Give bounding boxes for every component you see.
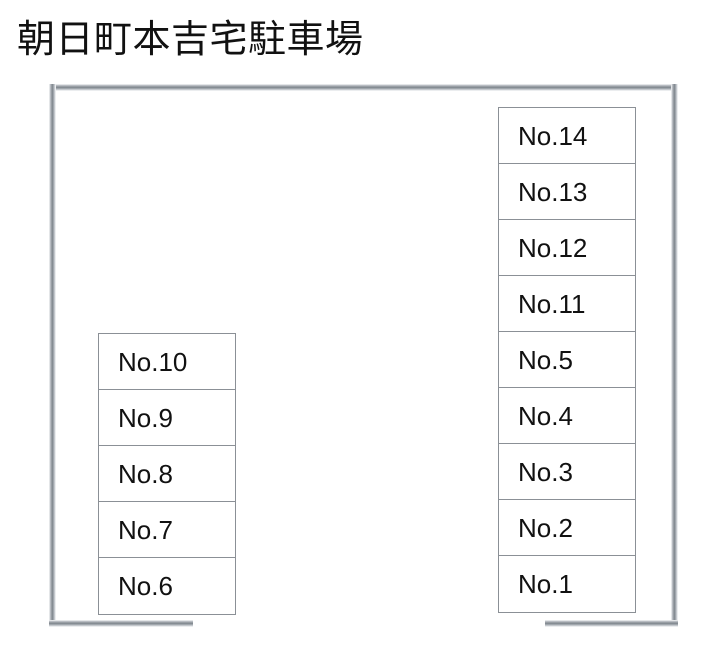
parking-stall-label: No.5 (518, 344, 573, 375)
parking-stall-label: No.10 (118, 346, 188, 377)
parking-stall[interactable]: No.1 (499, 556, 635, 612)
parking-stall[interactable]: No.11 (499, 276, 635, 332)
parking-stall-label: No.8 (118, 458, 173, 489)
lot-boundary-left (49, 84, 56, 627)
parking-stall-label: No.1 (518, 569, 573, 599)
lot-boundary-right (671, 84, 678, 627)
parking-stall[interactable]: No.10 (99, 334, 235, 390)
parking-stall-label: No.4 (518, 400, 573, 431)
parking-stall[interactable]: No.12 (499, 220, 635, 276)
parking-stall-label: No.12 (518, 232, 588, 263)
lot-boundary-bottom-right (545, 620, 678, 627)
parking-stall-label: No.11 (518, 288, 586, 319)
parking-stall-label: No.9 (118, 402, 173, 433)
parking-stall[interactable]: No.14 (499, 108, 635, 164)
parking-stall[interactable]: No.7 (99, 502, 235, 558)
parking-stall[interactable]: No.3 (499, 444, 635, 500)
parking-stall[interactable]: No.2 (499, 500, 635, 556)
lot-boundary-top (50, 84, 678, 91)
page-title: 朝日町本吉宅駐車場 (17, 17, 364, 61)
lot-boundary-bottom-left (49, 620, 193, 627)
parking-stall-label: No.13 (518, 176, 588, 207)
parking-stall[interactable]: No.9 (99, 390, 235, 446)
parking-stall[interactable]: No.8 (99, 446, 235, 502)
parking-stall-label: No.14 (518, 120, 588, 151)
parking-stall[interactable]: No.13 (499, 164, 635, 220)
parking-stall[interactable]: No.6 (99, 558, 235, 614)
parking-stall-label: No.2 (518, 512, 573, 543)
parking-stall-label: No.3 (518, 456, 573, 487)
parking-stall[interactable]: No.4 (499, 388, 635, 444)
parking-stall-label: No.7 (118, 514, 173, 545)
parking-stall-label: No.6 (118, 571, 173, 601)
parking-stall[interactable]: No.5 (499, 332, 635, 388)
